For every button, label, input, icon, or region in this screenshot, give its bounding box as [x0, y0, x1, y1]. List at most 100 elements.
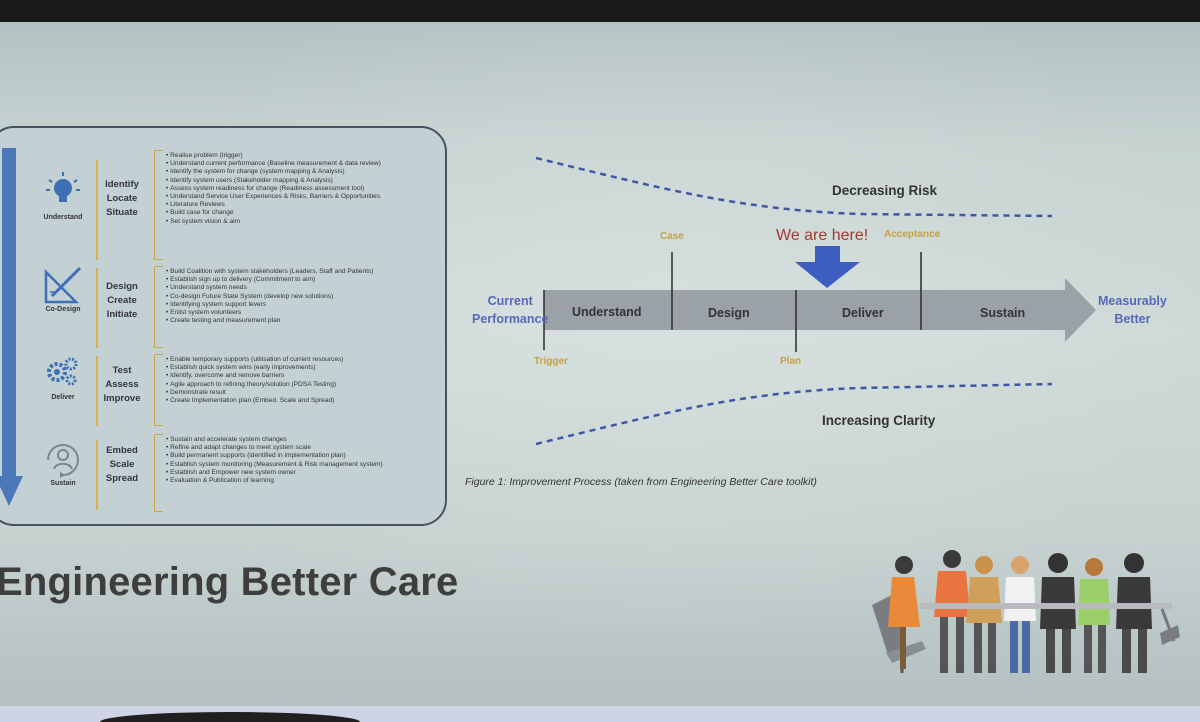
phase-divider [96, 440, 98, 510]
person-7 [1116, 553, 1152, 673]
task-item: Realise problem (trigger) [166, 152, 381, 160]
task-item: Establish system monitoring (Measurement… [166, 461, 383, 469]
task-item: Establish and Empower new system owner [166, 469, 383, 477]
task-item: Identify the system for change (system m… [166, 168, 381, 176]
we-are-here-label: We are here! [776, 227, 869, 244]
stage-design: Design [708, 306, 750, 320]
task-item: Set system vision & aim [166, 218, 381, 226]
task-item: Sustain and accelerate system changes [166, 436, 383, 444]
process-diagram [535, 156, 1096, 446]
task-item: Co-design Future State System (develop n… [166, 293, 373, 301]
phase-label-identify: Identify Locate Situate [102, 178, 142, 220]
task-item: Create Implementation plan (Embed, Scale… [166, 397, 344, 405]
phase-word: Identify [105, 179, 139, 190]
task-item: Create testing and measurement plan [166, 317, 373, 325]
lightbulb-icon [40, 168, 86, 214]
person-5 [1040, 553, 1076, 673]
task-list-understand: Realise problem (trigger) Understand cur… [166, 152, 381, 226]
phase-word: Create [107, 295, 137, 306]
milestone-case: Case [660, 231, 684, 242]
stage-understand: Understand [572, 305, 642, 319]
task-item: Understand system needs [166, 284, 373, 292]
stage-sustain: Sustain [980, 306, 1026, 320]
task-item: Enlist system volunteers [166, 309, 373, 317]
clarity-curve [535, 382, 1053, 446]
we-are-here-arrow [795, 246, 860, 288]
task-item: Build permanent supports (identified in … [166, 452, 383, 460]
icon-label-deliver: Deliver [51, 394, 75, 401]
icon-label-sustain: Sustain [50, 480, 76, 487]
task-list-deliver: Enable temporary supports (utilisation o… [166, 356, 344, 405]
milestone-acceptance: Acceptance [884, 229, 941, 240]
phase-word: Situate [106, 207, 138, 218]
person-1 [888, 556, 920, 669]
task-bracket [154, 354, 163, 426]
phase-divider [96, 160, 98, 260]
task-item: Refine and adapt changes to meet system … [166, 444, 383, 452]
phase-word: Improve [103, 393, 141, 404]
label-line: Better [1114, 312, 1151, 326]
task-item: Build Coalition with system stakeholders… [166, 268, 373, 276]
task-item: Demonstrate result [166, 389, 344, 397]
phase-word: Assess [105, 379, 139, 390]
slide-title: Engineering Better Care [0, 560, 459, 604]
task-bracket [154, 266, 163, 348]
task-list-sustain: Sustain and accelerate system changes Re… [166, 436, 383, 485]
phase-divider [96, 356, 98, 426]
icon-label-understand: Understand [43, 214, 83, 221]
phase-label-embed: Embed Scale Spread [102, 444, 142, 486]
person-2 [934, 550, 970, 673]
decreasing-risk-label: Decreasing Risk [832, 183, 938, 198]
current-performance-label: Current Performance [472, 292, 548, 328]
phase-word: Test [112, 365, 132, 376]
label-line: Measurably [1098, 294, 1167, 308]
figure-caption: Figure 1: Improvement Process (taken fro… [465, 476, 817, 488]
task-item: Build case for change [166, 209, 381, 217]
task-item: Identifying system support levers [166, 301, 373, 309]
icon-label-codesign: Co-Design [45, 306, 81, 313]
task-item: Understand current performance (Baseline… [166, 160, 381, 168]
audience-head-silhouette [100, 712, 360, 722]
task-item: Assess system readiness for change (Read… [166, 185, 381, 193]
label-line: Current [487, 294, 533, 308]
phase-divider [96, 268, 98, 348]
task-item: Evaluation & Publication of learning [166, 477, 383, 485]
task-item: Literature Reviews [166, 201, 381, 209]
increasing-clarity-label: Increasing Clarity [822, 413, 936, 428]
task-item: Understand Service User Experiences & Ri… [166, 193, 381, 201]
task-bracket [154, 434, 163, 512]
phase-label-test: Test Assess Improve [102, 364, 142, 406]
person-6 [1078, 558, 1110, 673]
task-item: Identify, overcome and remove barriers [166, 372, 344, 380]
task-item: Establish sign up to delivery (Commitmen… [166, 276, 373, 284]
person-3 [966, 556, 1002, 673]
phase-word: Initiate [106, 309, 138, 320]
phase-label-design: Design Create Initiate [102, 280, 142, 322]
phase-word: Design [106, 281, 138, 292]
task-list-codesign: Build Coalition with system stakeholders… [166, 268, 373, 325]
down-arrow-head [0, 476, 23, 506]
task-item: Enable temporary supports (utilisation o… [166, 356, 343, 364]
gears-icon [40, 350, 86, 396]
design-tools-icon [40, 262, 86, 308]
milestone-trigger: Trigger [534, 356, 568, 367]
phase-word: Scale [109, 459, 135, 470]
team-table [920, 603, 1180, 645]
person-4 [1004, 556, 1036, 673]
down-arrow-shaft [2, 148, 16, 478]
risk-curve [535, 156, 1053, 218]
screen-top-edge [0, 0, 1200, 24]
task-bracket [154, 150, 163, 260]
task-item: Establish quick system wins (early impro… [166, 364, 344, 372]
phase-word: Spread [105, 473, 139, 484]
person-cycle-icon [40, 436, 86, 482]
task-item: Agile approach to refining theory/soluti… [166, 381, 344, 389]
phase-word: Locate [106, 193, 138, 204]
stage-deliver: Deliver [842, 306, 884, 320]
team-illustration [872, 550, 1180, 673]
measurably-better-label: Measurably Better [1098, 292, 1167, 328]
milestone-plan: Plan [780, 356, 802, 367]
label-line: Performance [472, 312, 549, 326]
process-arrow [544, 278, 1096, 342]
